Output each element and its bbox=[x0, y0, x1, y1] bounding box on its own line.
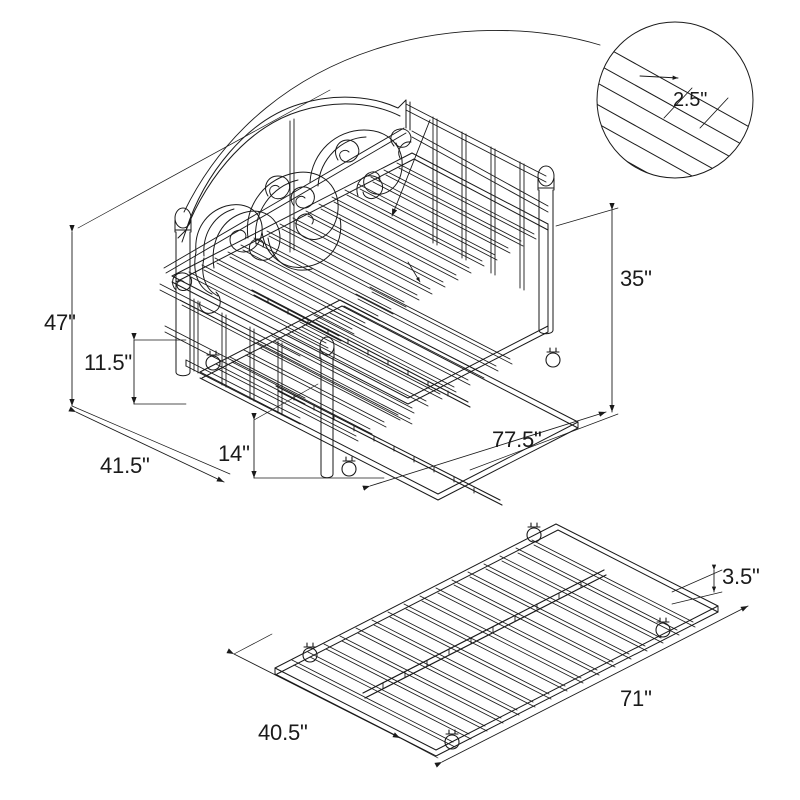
dim-label-trundle-length: 71" bbox=[620, 686, 652, 711]
dim-label-trundle-thickness: 3.5" bbox=[722, 564, 760, 589]
dim-trundle-length bbox=[434, 605, 749, 768]
front-low-frame bbox=[185, 359, 301, 425]
daybed-slats bbox=[188, 162, 537, 349]
dim-trundle-thickness bbox=[671, 564, 723, 605]
dim-trundle-width bbox=[226, 633, 439, 759]
caster bbox=[341, 456, 357, 477]
right-post bbox=[537, 165, 555, 335]
dim-label-seat-deck-height: 11.5" bbox=[84, 350, 132, 375]
footboard-panel bbox=[405, 99, 549, 291]
dim-label-overall-length: 77.5" bbox=[492, 427, 542, 452]
left-post bbox=[174, 207, 192, 377]
detail-callout-circle bbox=[183, 21, 754, 213]
dim-label-overall-depth: 41.5" bbox=[100, 453, 150, 478]
dim-label-trundle-clearance: 14" bbox=[218, 441, 250, 466]
dim-label-trundle-width: 40.5" bbox=[258, 720, 308, 745]
dim-label-deck-height: 35" bbox=[620, 266, 652, 291]
daybed-center-support bbox=[251, 289, 471, 408]
daybed-deck-frame bbox=[171, 152, 549, 405]
dim-label-overall-height: 47" bbox=[44, 310, 76, 335]
dim-seat-deck-height bbox=[131, 332, 187, 405]
dim-label-slat-width: 2.5" bbox=[673, 89, 708, 111]
trundle-standalone bbox=[274, 522, 719, 757]
dim-overall-depth bbox=[68, 406, 225, 483]
front-side-rail bbox=[159, 283, 306, 416]
dim-overall-length bbox=[362, 411, 607, 491]
caster bbox=[545, 347, 561, 368]
